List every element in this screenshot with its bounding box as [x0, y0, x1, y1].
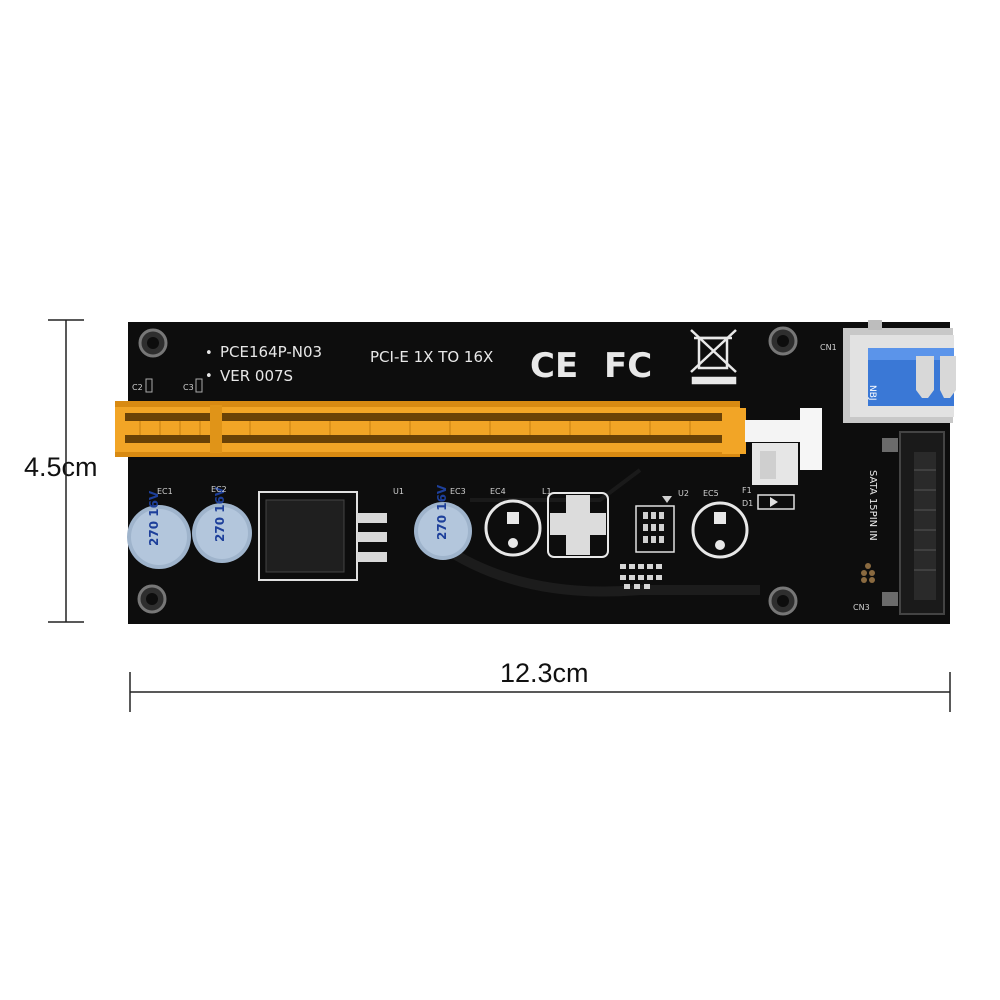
- ref-cn3: CN3: [853, 603, 870, 612]
- capacitor-ec1: 270 16V: [127, 490, 191, 569]
- ref-ec3: EC3: [450, 487, 466, 496]
- mounting-hole-bottom-left: [137, 584, 167, 614]
- ref-ec4: EC4: [490, 487, 506, 496]
- pcb-board: [128, 322, 950, 624]
- ref-c2: C2: [132, 383, 143, 392]
- ref-u2: U2: [678, 489, 689, 498]
- sata-pin-pads: [861, 563, 875, 583]
- silk-dot-1: •: [205, 346, 213, 361]
- capacitor-ec3: 270 16V: [414, 484, 472, 560]
- weee-bin-icon: [690, 329, 737, 385]
- ref-c3: C3: [183, 383, 194, 392]
- capacitor-pad-ec4: [484, 499, 542, 557]
- svg-text:270 16V: 270 16V: [147, 490, 161, 546]
- model-label: PCE164P-N03: [220, 343, 322, 361]
- svg-text:270 16V: 270 16V: [435, 484, 449, 540]
- mounting-hole-top-left: [138, 328, 168, 358]
- voltage-regulator-u1: [258, 491, 387, 581]
- diode-symbol: [770, 497, 778, 507]
- ref-ec5: EC5: [703, 489, 719, 498]
- description-label: PCI-E 1X TO 16X: [370, 348, 493, 366]
- silk-dot-2: •: [205, 369, 213, 384]
- ref-f1: F1: [742, 486, 752, 495]
- capacitor-c2: [145, 378, 153, 393]
- width-dimension-line: [129, 672, 951, 712]
- diode-d1: [757, 494, 795, 510]
- capacitor-pad-ec5: [691, 501, 749, 559]
- mounting-hole-bottom-right: [768, 586, 798, 616]
- width-dimension-label: 12.3cm: [500, 658, 589, 688]
- ref-ec2: EC2: [211, 485, 227, 494]
- ref-l1: L1: [542, 487, 552, 496]
- ref-u1: U1: [393, 487, 404, 496]
- ref-cn1: CN1: [820, 343, 837, 352]
- inductor-pad-l1: [547, 492, 609, 558]
- svg-text:270 16V: 270 16V: [213, 486, 227, 542]
- mounting-hole-top-right: [768, 326, 798, 356]
- sata-label: SATA 15PIN IN: [867, 470, 878, 541]
- ic-chip-u2: [635, 496, 675, 553]
- ref-d1: D1: [742, 499, 753, 508]
- usb-port: NBJ: [843, 320, 956, 423]
- usb-label: NBJ: [867, 385, 877, 401]
- pcie-x16-slot: [115, 401, 746, 457]
- height-dimension-line: [48, 319, 84, 623]
- smd-pad-cluster: [620, 564, 662, 589]
- fc-mark: FC: [604, 346, 652, 386]
- ce-mark: CE: [530, 346, 578, 386]
- capacitor-ec2: 270 16V: [192, 486, 252, 563]
- height-dimension-label: 4.5cm: [24, 452, 98, 482]
- slot-retention-latch: [745, 408, 822, 485]
- version-label: VER 007S: [220, 367, 293, 385]
- capacitor-c3: [195, 378, 203, 393]
- sata-connector: [882, 431, 945, 615]
- ref-ec1: EC1: [157, 487, 173, 496]
